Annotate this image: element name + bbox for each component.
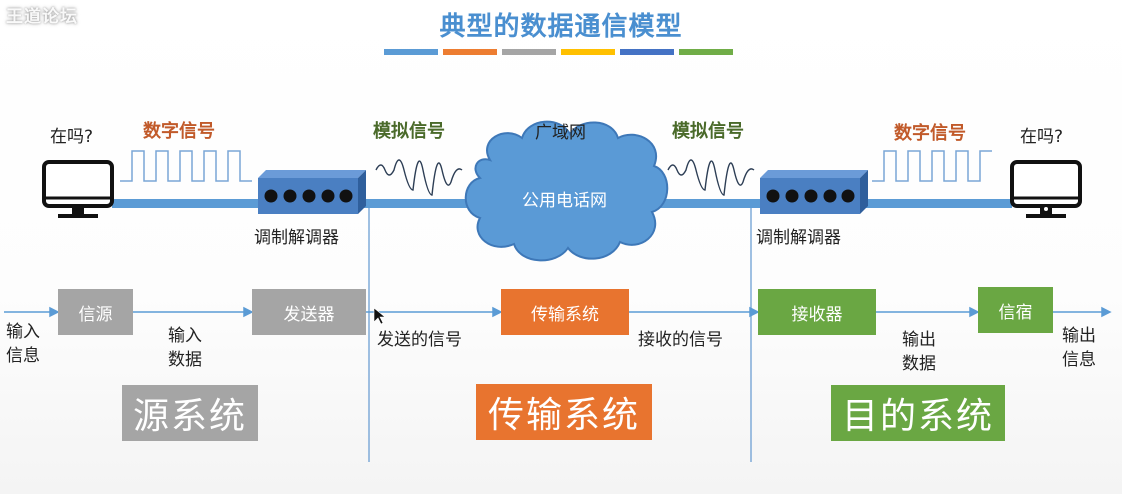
left-analog-signal-label: 模拟信号 (373, 121, 445, 142)
cursor-icon (373, 307, 386, 325)
right-modem-icon (760, 170, 868, 214)
wan-label: 广域网 (535, 123, 586, 143)
color-bar-segment (679, 49, 733, 55)
destination-box: 信宿 (978, 287, 1053, 333)
flow-arrows (4, 306, 1112, 318)
transmitter-box: 发送器 (252, 289, 366, 335)
color-bar-segment (443, 49, 497, 55)
output-data-line: 输出 (902, 330, 936, 350)
page-title: 典型的数据通信模型 (439, 12, 683, 42)
source-box: 信源 (58, 289, 133, 335)
left-modem-label: 调制解调器 (254, 228, 339, 248)
destination-system-box: 目的系统 (831, 385, 1005, 441)
cloud-label: 公用电话网 (522, 191, 607, 211)
right-digital-signal-label: 数字信号 (894, 123, 966, 144)
output-info-label: 输出 信息 (1062, 324, 1096, 372)
output-info-line: 信息 (1062, 350, 1096, 370)
right-analog-signal-label: 模拟信号 (672, 121, 744, 142)
left-computer-icon (42, 160, 114, 218)
title-color-bar (384, 49, 733, 55)
input-info-line: 信息 (6, 346, 40, 366)
color-bar-segment (620, 49, 674, 55)
transmission-system-box: 传输系统 (501, 289, 629, 335)
color-bar-segment (561, 49, 615, 55)
output-data-line: 数据 (902, 354, 936, 374)
input-data-line: 输入 (168, 326, 202, 346)
right-modem-label: 调制解调器 (756, 228, 841, 248)
right-analog-wave (667, 159, 755, 196)
color-bar-segment (384, 49, 438, 55)
transmission-system-big-box: 传输系统 (476, 384, 652, 440)
right-computer-icon (1010, 160, 1082, 218)
left-analog-wave (375, 159, 463, 196)
left-digital-wave (120, 150, 252, 182)
left-modem-icon (258, 170, 366, 214)
right-digital-wave (872, 150, 992, 182)
sent-signal-label: 发送的信号 (377, 330, 462, 350)
watermark: 王道论坛 (6, 7, 78, 27)
input-info-label: 输入 信息 (6, 320, 40, 368)
input-data-label: 输入 数据 (168, 324, 202, 372)
left-digital-signal-label: 数字信号 (143, 121, 215, 142)
output-info-line: 输出 (1062, 326, 1096, 346)
received-signal-label: 接收的信号 (638, 330, 723, 350)
receiver-box: 接收器 (758, 289, 876, 335)
cloud-icon (464, 120, 669, 262)
right-computer-label: 在吗? (1020, 127, 1064, 147)
input-data-line: 数据 (168, 350, 202, 370)
color-bar-segment (502, 49, 556, 55)
input-info-line: 输入 (6, 322, 40, 342)
source-system-box: 源系统 (122, 385, 258, 441)
output-data-label: 输出 数据 (902, 328, 936, 376)
left-computer-label: 在吗? (50, 127, 94, 147)
